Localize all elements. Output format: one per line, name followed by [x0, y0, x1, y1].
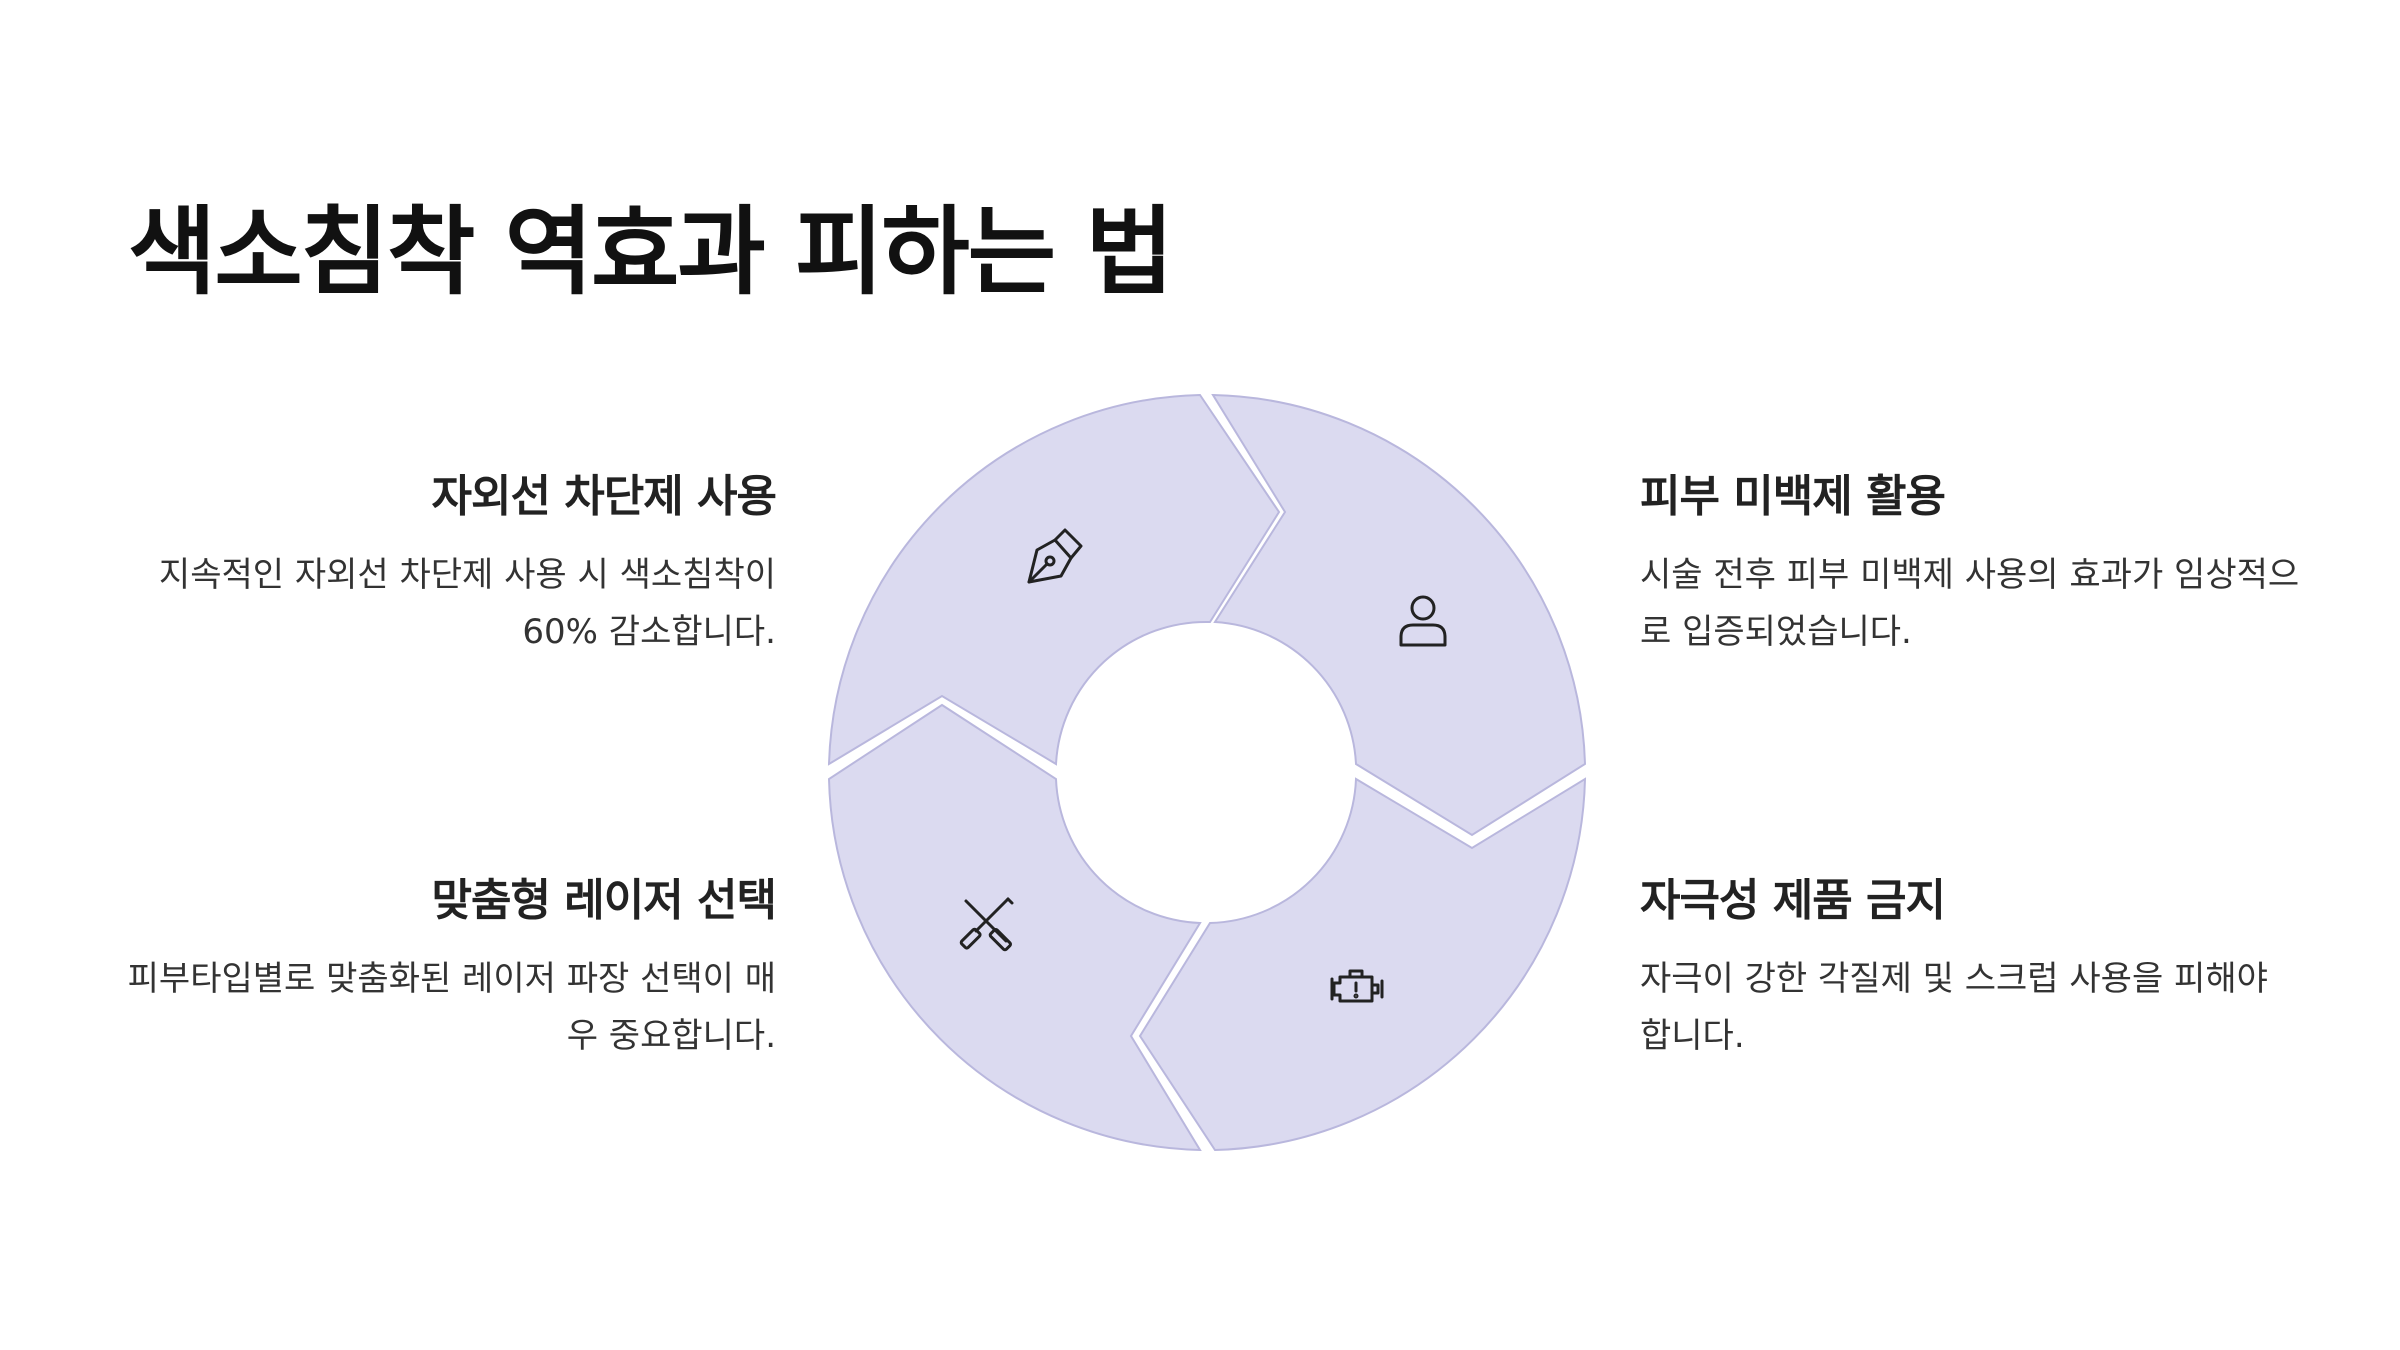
page-title: 색소침착 역효과 피하는 법	[128, 196, 1174, 308]
item-heading: 맞춤형 레이저 선택	[431, 875, 777, 926]
item-sunscreen: 자외선 차단제 사용 지속적인 자외선 차단제 사용 시 색소침착이 60% 감…	[116, 468, 777, 661]
cycle-segment-top-left	[827, 393, 1281, 766]
item-description: 자극이 강한 각질제 및 스크럽 사용을 피해야 합니다.	[1640, 959, 2268, 1057]
cycle-segment-bottom-right	[1138, 777, 1587, 1152]
item-laser: 맞춤형 레이저 선택 피부타입별로 맞춤화된 레이저 파장 선택이 매우 중요합…	[116, 872, 777, 1065]
item-whitening: 피부 미백제 활용 시술 전후 피부 미백제 사용의 효과가 임상적으로 입증되…	[1640, 468, 2300, 661]
item-irritant: 자극성 제품 금지 자극이 강한 각질제 및 스크럽 사용을 피해야 합니다.	[1640, 872, 2300, 1065]
person-icon	[1399, 595, 1447, 647]
item-heading: 자극성 제품 금지	[1640, 875, 1946, 926]
crossed-tools-icon	[959, 897, 1014, 952]
item-heading: 자외선 차단제 사용	[431, 471, 777, 522]
item-heading: 피부 미백제 활용	[1640, 471, 1946, 522]
cycle-segment-bottom-left	[827, 703, 1202, 1152]
cycle-segment-top-right	[1211, 393, 1587, 837]
item-description: 피부타입별로 맞춤화된 레이저 파장 선택이 매우 중요합니다.	[127, 959, 776, 1057]
item-description: 시술 전후 피부 미백제 사용의 효과가 임상적으로 입증되었습니다.	[1640, 555, 2300, 653]
item-description: 지속적인 자외선 차단제 사용 시 색소침착이 60% 감소합니다.	[158, 555, 776, 653]
pen-nib-icon	[1027, 528, 1083, 584]
engine-warning-icon	[1330, 969, 1384, 1003]
